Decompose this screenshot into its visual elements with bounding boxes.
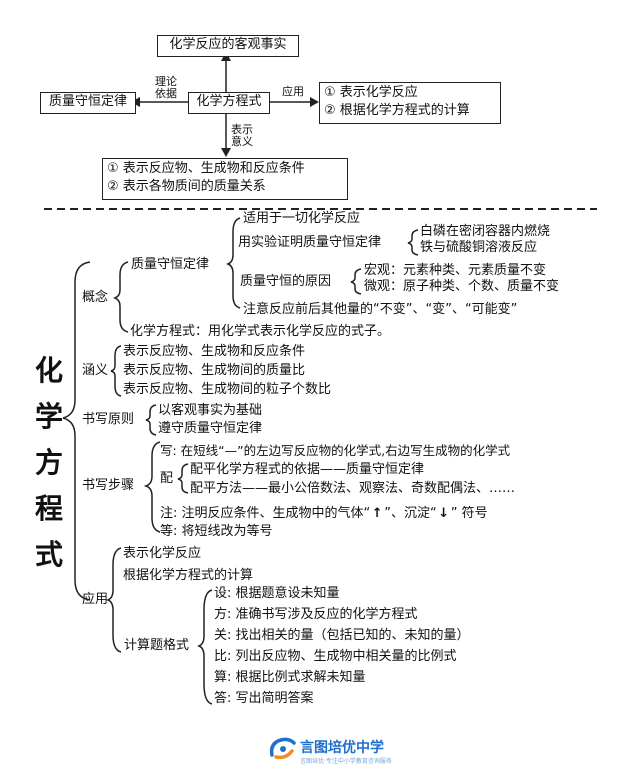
reason-micro: 微观：原子种类、个数、质量不变 [364, 279, 560, 294]
steps-label: 书写步骤 [82, 478, 135, 493]
reason-macro: 宏观：元素种类、元素质量不变 [364, 263, 547, 278]
fact-box: 化学反应的客观事实 [157, 35, 299, 57]
apply-item-1: ① 表示化学反应 [324, 85, 418, 100]
law-reason: 质量守恒的原因 [240, 274, 332, 289]
meaning-section-item-1: 表示反应物、生成物和反应条件 [123, 344, 306, 359]
meaning-item-2: ② 表示各物质间的质量关系 [107, 179, 266, 194]
apply-box: ① 表示化学反应 ② 根据化学方程式的计算 [319, 82, 501, 124]
law-box: 质量守恒定律 [40, 92, 136, 114]
apply-item-2: ② 根据化学方程式的计算 [324, 103, 470, 118]
main-title-char-4: 程 [34, 492, 63, 525]
law-apply: 适用于一切化学反应 [243, 211, 361, 226]
logo-name: 言图培优中学 [300, 740, 384, 756]
precipitate-down-arrow-icon: ↓ [438, 506, 450, 521]
application-label: 应用 [82, 592, 109, 607]
theory-label-line1: 理论 [155, 75, 177, 88]
steps-equal: 等: 将短线改为等号 [160, 524, 273, 539]
calc-item-5: 算: 根据比例式求解未知量 [214, 670, 366, 685]
equation-center-text: 化学方程式 [196, 94, 262, 109]
gas-up-arrow-icon: ↑ [371, 506, 383, 521]
balance-item-1: 配平化学方程式的依据——质量守恒定律 [190, 462, 425, 477]
steps-balance: 配 [160, 471, 174, 486]
meaning-section-item-2: 表示反应物、生成物间的质量比 [123, 363, 306, 378]
calc-item-2: 方: 准确书写涉及反应的化学方程式 [214, 607, 418, 622]
main-title-char-5: 式 [34, 538, 63, 571]
meaning-label-line1: 表示 [231, 123, 253, 136]
logo-mark-icon [269, 737, 296, 760]
calc-item-6: 答: 写出简明答案 [214, 691, 314, 706]
steps-note-mid: ”、沉淀“ [384, 506, 437, 521]
meaning-item-1: ① 表示反应物、生成物和反应条件 [107, 161, 305, 176]
application-item-1: 表示化学反应 [123, 546, 202, 561]
theory-label-line2: 依据 [155, 87, 177, 100]
concept-label: 概念 [82, 290, 109, 305]
principle-label: 书写原则 [82, 412, 135, 427]
calc-item-3: 关: 找出相关的量（包括已知的、未知的量） [214, 628, 470, 643]
principle-item-2: 遵守质量守恒定律 [158, 421, 263, 436]
equation-center-box: 化学方程式 [188, 92, 270, 114]
meaning-section-label: 涵义 [82, 363, 109, 378]
steps-note-pre: 注: 注明反应条件、生成物中的气体“ [160, 506, 371, 521]
law-note: 注意反应前后其他量的“不变”、“变”、“可能变” [243, 302, 518, 317]
experiment-1: 白磷在密闭容器内燃烧 [420, 224, 551, 239]
concept-law: 质量守恒定律 [131, 257, 210, 272]
law-box-text: 质量守恒定律 [48, 94, 127, 109]
calc-format-label: 计算题格式 [124, 638, 190, 653]
apply-label: 应用 [282, 85, 304, 98]
main-title-char-3: 方 [34, 446, 63, 479]
concept-equation: 化学方程式：用化学式表示化学反应的式子。 [130, 324, 391, 339]
main-title-char-2: 学 [34, 400, 63, 433]
steps-note: 注: 注明反应条件、生成物中的气体“↑”、沉淀“↓” 符号 [160, 506, 488, 522]
fact-box-text: 化学反应的客观事实 [169, 37, 287, 52]
steps-write: 写: 在短线“—”的左边写反应物的化学式,右边写生成物的化学式 [160, 443, 511, 458]
calc-item-1: 设: 根据题意设未知量 [214, 586, 340, 601]
logo-subtitle: 言图培优·专注中小学教育咨询服务 [300, 758, 392, 765]
principle-item-1: 以客观事实为基础 [158, 403, 263, 418]
meaning-label-line2: 意义 [231, 135, 253, 148]
meaning-box: ① 表示反应物、生成物和反应条件 ② 表示各物质间的质量关系 [102, 158, 348, 200]
steps-note-post: ” 符号 [450, 506, 488, 521]
experiment-2: 铁与硫酸铜溶液反应 [420, 240, 538, 255]
meaning-section-item-3: 表示反应物、生成物间的粒子个数比 [123, 382, 332, 397]
application-item-2: 根据化学方程式的计算 [123, 568, 254, 583]
main-title-char-1: 化 [34, 354, 63, 387]
law-experiment: 用实验证明质量守恒定律 [238, 235, 382, 250]
calc-item-4: 比: 列出反应物、生成物中相关量的比例式 [214, 649, 457, 664]
balance-item-2: 配平方法——最小公倍数法、观察法、奇数配偶法、…… [190, 481, 516, 496]
